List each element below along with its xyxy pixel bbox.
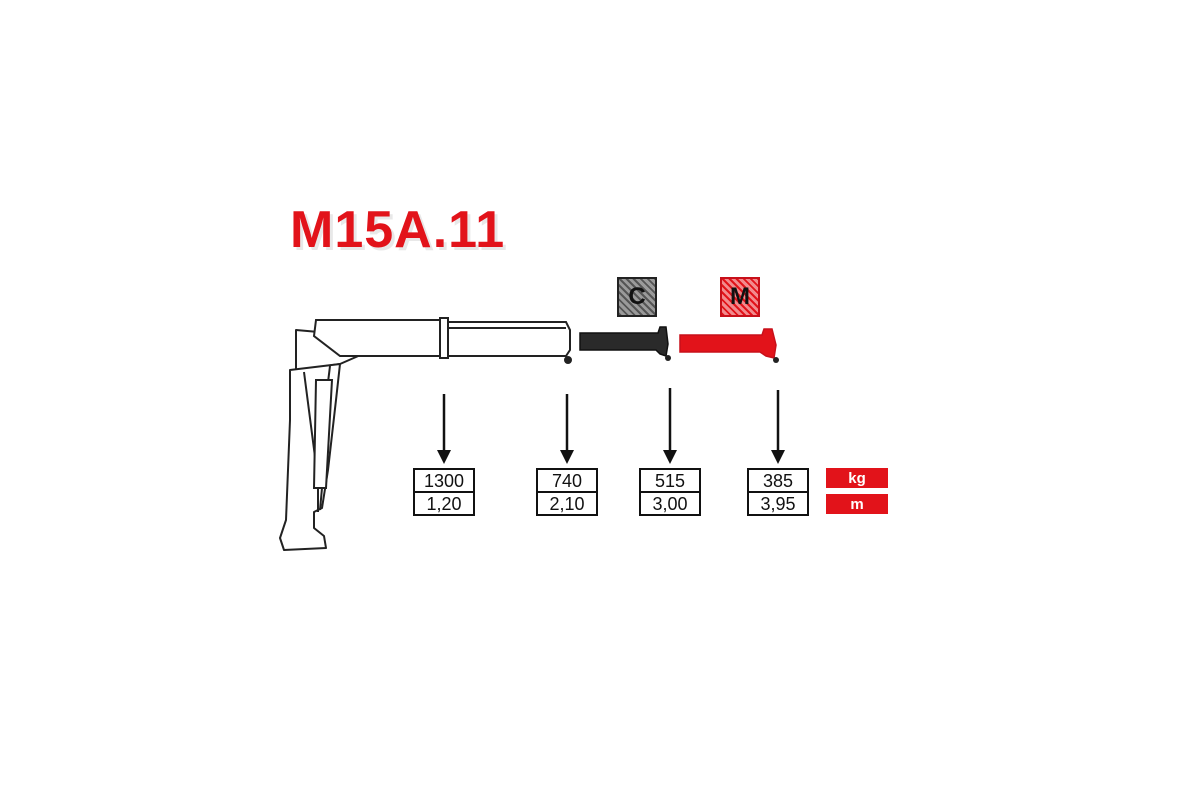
boom-extension-1 [447,321,572,364]
reach-value: 3,95 [760,493,796,514]
reach-arrows [437,388,785,464]
unit-kg-label: kg [826,468,888,488]
extension-c-label: C [628,283,646,310]
crane-column [279,329,387,551]
extension-m-label: M [730,283,750,310]
load-value: 1300 [415,470,473,493]
arrow-3 [663,388,677,464]
load-value: 740 [538,470,596,493]
arrow-1 [437,394,451,464]
reach-value: 3,00 [652,493,688,514]
model-title: M15A.11 [290,201,506,259]
arrow-4 [771,390,785,464]
hydraulic-cylinder [312,379,334,511]
reach-value: 1,20 [426,493,462,514]
capacity-box-4: 385 3,95 [747,468,809,516]
capacity-box-2: 740 2,10 [536,468,598,516]
load-value: 385 [749,470,807,493]
main-boom [312,317,449,359]
capacity-box-3: 515 3,00 [639,468,701,516]
extension-c-badge: C [617,277,657,317]
boom-extension-m [679,328,779,363]
unit-m-label: m [826,494,888,514]
reach-value: 2,10 [549,493,585,514]
boom-extension-c [579,326,671,361]
capacity-box-1: 1300 1,20 [413,468,475,516]
load-value: 515 [641,470,699,493]
extension-m-badge: M [720,277,760,317]
arrow-2 [560,394,574,464]
